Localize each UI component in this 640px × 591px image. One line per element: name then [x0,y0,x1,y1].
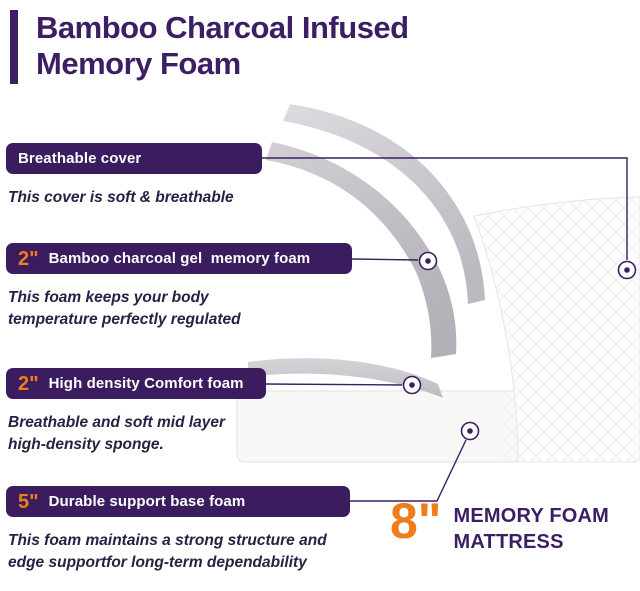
cover-top-layer [283,104,485,304]
comfort-foam-layer [248,358,443,398]
callout-comfort-foam: 2" High density Comfort foam Breathable … [6,368,266,456]
callout-description: This foam keeps your body temperature pe… [8,289,241,328]
title-block: Bamboo Charcoal Infused Memory Foam [10,10,409,84]
callout-pill-comfort-foam: 2" High density Comfort foam [6,368,266,399]
title-line-1: Bamboo Charcoal Infused [36,10,409,45]
callout-marker-cover [617,260,637,280]
total-thickness-label: MEMORY FOAM MATTRESS [454,496,610,555]
memory-foam-layer [266,142,457,358]
callout-line-memory-foam [351,258,419,261]
callout-description: This cover is soft & breathable [8,189,234,206]
callout-line-cover [262,157,628,260]
layer-thickness: 2" [18,247,39,270]
callout-breathable-cover: Breathable cover This cover is soft & br… [6,143,262,209]
callout-line-comfort-foam [265,383,403,386]
callout-description: This foam maintains a strong structure a… [8,532,327,571]
callout-pill-memory-foam: 2" Bamboo charcoal gel memory foam [6,243,352,274]
total-thickness-badge: 8" MEMORY FOAM MATTRESS [390,496,609,555]
callout-line-base-foam [350,439,467,502]
callout-label: Breathable cover [18,150,142,167]
callout-base-foam: 5" Durable support base foam This foam m… [6,486,350,574]
callout-marker-base-foam [460,421,480,441]
total-thickness-value: 8" [390,493,442,549]
callout-pill-base-foam: 5" Durable support base foam [6,486,350,517]
callout-label: Durable support base foam [48,493,246,510]
page-title: Bamboo Charcoal Infused Memory Foam [36,10,409,84]
callout-label: High density Comfort foam [48,375,244,392]
badge-line-2: MATTRESS [453,531,564,553]
title-accent-bar [10,10,18,84]
layer-thickness: 5" [18,490,39,513]
breathable-cover-texture [474,197,640,462]
layer-thickness: 2" [18,372,39,395]
callout-label: Bamboo charcoal gel memory foam [48,250,311,267]
title-line-2: Memory Foam [36,46,241,82]
callout-pill-breathable-cover: Breathable cover [6,143,262,174]
callout-marker-memory-foam [418,251,438,271]
callout-marker-comfort-foam [402,375,422,395]
callout-memory-foam: 2" Bamboo charcoal gel memory foam This … [6,243,352,331]
badge-line-1: MEMORY FOAM [453,505,610,527]
callout-description: Breathable and soft mid layer high-densi… [8,414,226,453]
